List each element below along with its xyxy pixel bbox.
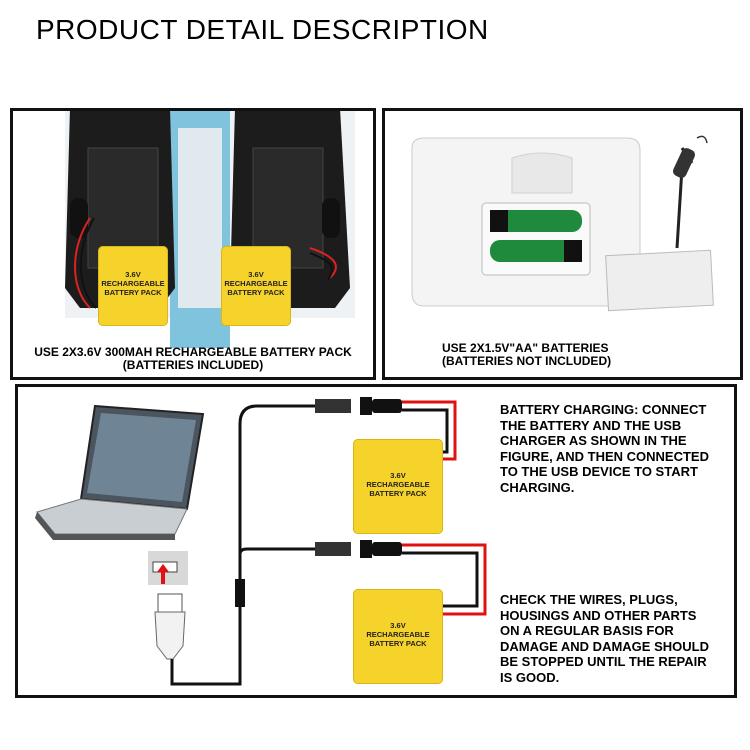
note-line: CHECK THE WIRES, PLUGS, (500, 592, 678, 607)
battery-compartment-illustration (411, 135, 714, 312)
panel-right-caption-2: (BATTERIES NOT INCLUDED) (442, 354, 612, 368)
battery-pack-panel: 3.6V RECHARGEABLE BATTERY PACK 3.6V RECH… (10, 108, 376, 380)
charging-battery-pack-top: 3.6V RECHARGEABLE BATTERY PACK (353, 439, 443, 534)
charging-battery-pack-bottom: 3.6V RECHARGEABLE BATTERY PACK (353, 589, 443, 684)
pack-voltage-label: 3.6V (390, 621, 406, 630)
note-line: CHARGER AS SHOWN IN THE (500, 433, 687, 448)
note-line: CHARGING. (500, 479, 575, 495)
pack-name-label: BATTERY PACK (369, 489, 427, 498)
battery-pack-right: 3.6V RECHARGEABLE BATTERY PACK (221, 246, 291, 326)
charging-instructions: BATTERY CHARGING: CONNECT THE BATTERY AN… (500, 402, 709, 495)
note-line: IS GOOD. (500, 669, 560, 685)
note-line: FIGURE, AND THEN CONNECTED (500, 448, 709, 464)
note-line: DAMAGE AND DAMAGE SHOULD (500, 638, 709, 654)
panel-left-caption-2: (BATTERIES INCLUDED) (122, 358, 264, 372)
pack-type-label: RECHARGEABLE (224, 279, 288, 288)
pack-voltage-label: 3.6V (248, 270, 264, 279)
robot-feet-illustration (65, 111, 355, 348)
aa-battery-panel: USE 2X1.5V"AA" BATTERIES (BATTERIES NOT … (382, 108, 743, 380)
note-line: BATTERY CHARGING: CONNECT (500, 402, 707, 417)
panel-right-caption-1: USE 2X1.5V"AA" BATTERIES (442, 341, 609, 355)
note-line: BE STOPPED UNTIL THE REPAIR (500, 654, 707, 669)
usb-charging-illustration (35, 397, 487, 686)
note-line: HOUSINGS AND OTHER PARTS (500, 607, 697, 623)
note-line: THE BATTERY AND THE USB (500, 417, 682, 433)
pack-name-label: BATTERY PACK (369, 639, 427, 648)
page-title: PRODUCT DETAIL DESCRIPTION (36, 14, 489, 45)
battery-pack-left: 3.6V RECHARGEABLE BATTERY PACK (98, 246, 168, 326)
note-line: TO THE USB DEVICE TO START (500, 464, 698, 479)
pack-type-label: RECHARGEABLE (366, 630, 430, 639)
pack-name-label: BATTERY PACK (104, 288, 162, 297)
maintenance-instructions: CHECK THE WIRES, PLUGS, HOUSINGS AND OTH… (500, 592, 709, 685)
pack-voltage-label: 3.6V (125, 270, 141, 279)
pack-type-label: RECHARGEABLE (101, 279, 165, 288)
pack-name-label: BATTERY PACK (227, 288, 285, 297)
charging-diagram-panel: 3.6V RECHARGEABLE BATTERY PACK 3.6V RECH… (15, 384, 737, 698)
note-line: ON A REGULAR BASIS FOR (500, 623, 674, 638)
pack-voltage-label: 3.6V (390, 471, 406, 480)
panel-left-caption-1: USE 2X3.6V 300MAH RECHARGEABLE BATTERY P… (34, 345, 352, 359)
pack-type-label: RECHARGEABLE (366, 480, 430, 489)
